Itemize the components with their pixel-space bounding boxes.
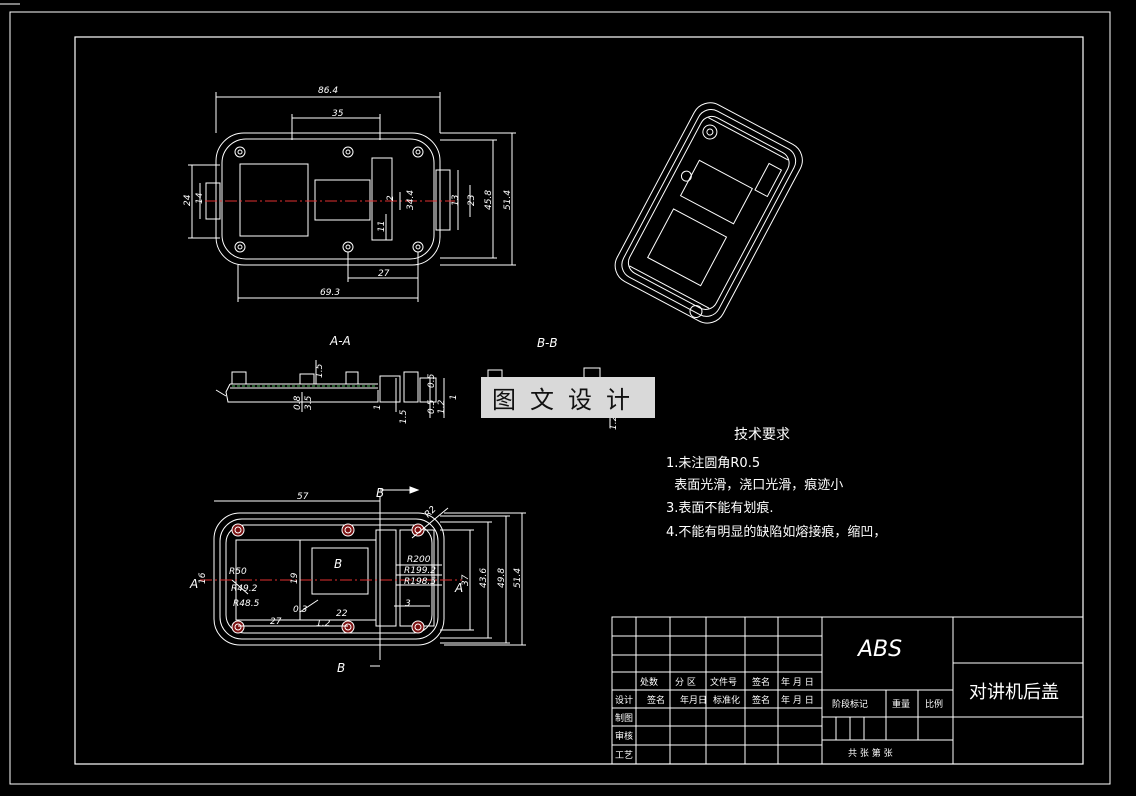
- dim-label: 51.4: [503, 190, 513, 210]
- dim-label: R49.2: [231, 584, 258, 594]
- section-mark: B: [337, 661, 345, 675]
- dim-label: 1.2: [609, 415, 619, 430]
- dim-label: 0.5: [427, 399, 437, 414]
- dim-label: 22: [336, 609, 348, 619]
- dim-label: 51.4: [513, 568, 523, 588]
- tb-header: 文件号: [710, 676, 737, 688]
- dim-label: 43.6: [479, 568, 489, 588]
- requirement-item: 4.不能有明显的缺陷如熔接痕，缩凹，: [666, 525, 887, 540]
- dim-label: 69.3: [320, 288, 340, 298]
- section-aa-labels: A-A 1.5 0.8 3.5 1 1.5 0.5 1.2 0.5 1: [293, 334, 459, 424]
- top-view: [188, 92, 516, 302]
- section-mark: A: [189, 577, 198, 591]
- tb-header: 签名: [752, 694, 770, 706]
- inner-frame: [74, 36, 1084, 765]
- part-name: 对讲机后盖: [969, 682, 1059, 703]
- bottom-view: [200, 486, 526, 667]
- material-label: ABS: [858, 637, 903, 662]
- dim-label: R198.5: [404, 577, 436, 587]
- tb-sheet-count: 共 张 第 张: [848, 747, 893, 759]
- dim-label: 16: [198, 572, 208, 584]
- watermark: 图文设计: [481, 377, 655, 418]
- outer-frame: [9, 11, 1111, 785]
- dim-label: 45.8: [484, 190, 494, 210]
- tb-header: 年月日: [680, 694, 707, 706]
- dim-label: 0.8: [293, 395, 303, 410]
- dim-label: 1.5: [399, 409, 409, 424]
- tb-header: 签名: [647, 694, 665, 706]
- tb-row-label: 工艺: [615, 750, 633, 761]
- tb-header: 分 区: [675, 677, 696, 688]
- tb-header: 签名: [752, 676, 770, 688]
- dim-label: 1.2: [437, 399, 447, 414]
- dim-label: 1: [373, 404, 383, 410]
- dim-label: 49.8: [497, 568, 507, 588]
- title-block-text: 处数 分 区 文件号 签名 年 月 日 设计 签名 年月日 标准化 签名 年 月…: [615, 676, 943, 761]
- tb-header: 标准化: [713, 694, 740, 706]
- dim-label: 27: [270, 617, 282, 627]
- dim-label: 24: [183, 194, 193, 206]
- dim-label: 35: [332, 109, 344, 119]
- section-bb-title: B-B: [537, 336, 558, 350]
- dim-label: R50: [229, 567, 247, 577]
- dim-label: 1.5: [315, 363, 325, 378]
- tb-header: 比例: [925, 698, 943, 710]
- requirement-item: 表面光滑，浇口光滑，痕迹小: [666, 478, 844, 493]
- dim-label: R200: [407, 555, 431, 565]
- title-block: [611, 616, 1084, 765]
- section-mark: B: [376, 486, 384, 500]
- dim-label: 57: [297, 492, 309, 502]
- dim-label: 86.4: [318, 86, 338, 96]
- tb-header: 处数: [640, 676, 658, 688]
- tb-header: 年 月 日: [781, 676, 814, 688]
- isometric-view: [614, 102, 803, 324]
- tb-header: 年 月 日: [781, 694, 814, 706]
- dim-label: 13: [451, 194, 461, 206]
- dim-label: 3: [405, 599, 411, 609]
- dim-label: 27: [378, 269, 390, 279]
- tb-row-label: 制图: [615, 712, 633, 724]
- tb-header: 阶段标记: [832, 698, 868, 710]
- dim-label: 23: [467, 194, 477, 206]
- requirements-title: 技术要求: [734, 427, 790, 443]
- dim-label: 0.5: [427, 373, 437, 388]
- dim-label: 3.5: [304, 395, 314, 410]
- dim-label: 2: [386, 195, 396, 201]
- section-mark: B: [334, 557, 342, 571]
- dim-label: R48.5: [233, 599, 260, 609]
- top-view-dims: 86.4 35 24 14 2 34.4 11 13 23 45.8 51.4 …: [183, 86, 513, 298]
- dim-label: 19: [290, 572, 300, 584]
- requirement-item: 3.表面不能有划痕.: [666, 501, 774, 516]
- section-aa: [215, 360, 445, 418]
- dim-label: 1.2: [316, 619, 331, 629]
- dim-label: 0.3: [293, 605, 308, 615]
- dim-label: 34.4: [406, 190, 416, 210]
- dim-label: R199.2: [404, 566, 436, 576]
- dim-label: 14: [195, 192, 205, 204]
- tb-header: 设计: [615, 694, 633, 706]
- section-mark: A: [454, 581, 463, 595]
- section-aa-title: A-A: [329, 334, 351, 348]
- dim-label: 11: [377, 221, 387, 232]
- tb-header: 重量: [892, 698, 910, 710]
- requirement-item: 1.未注圆角R0.5: [666, 456, 761, 471]
- dim-label: 37: [461, 574, 471, 586]
- dim-label: 1: [449, 394, 459, 400]
- tb-row-label: 审核: [615, 730, 633, 742]
